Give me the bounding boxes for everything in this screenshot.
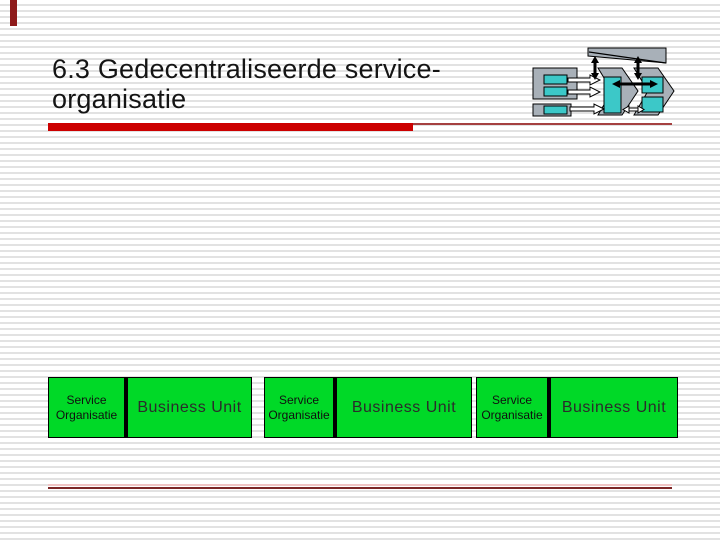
- vertical-double-arrow-icon: [591, 56, 599, 80]
- diagram-source-block-b: [532, 103, 572, 117]
- box-divider: [124, 378, 128, 437]
- diagram-banner: [587, 47, 667, 64]
- business-unit-label: Business Unit: [561, 398, 667, 416]
- page-title-line2: organisatie: [52, 84, 187, 114]
- right-arrow-icon: [569, 103, 606, 115]
- footer-rule: [48, 487, 672, 489]
- box-divider: [333, 378, 337, 437]
- small-double-arrow-icon: [622, 105, 645, 114]
- org-flow-diagram: [532, 47, 675, 117]
- page-title-line1: 6.3 Gedecentraliseerde service-: [52, 54, 441, 84]
- title-underline-thin-rule: [413, 123, 672, 125]
- service-organisatie-label: Service Organisatie: [55, 392, 118, 422]
- right-arrow-icon: [567, 86, 602, 98]
- corner-tick-mark: [10, 0, 17, 26]
- footer-rule-highlight: [48, 484, 672, 486]
- right-arrow-icon: [567, 74, 602, 86]
- title-underline-bar: [48, 123, 413, 131]
- horizontal-double-arrow-icon: [612, 80, 658, 88]
- vertical-double-arrow-icon: [634, 56, 642, 80]
- business-unit-label: Business Unit: [351, 398, 457, 416]
- service-organisatie-label: Service Organisatie: [268, 392, 330, 422]
- page-title: 6.3 Gedecentraliseerde service- organisa…: [52, 54, 532, 114]
- business-unit-label: Business Unit: [137, 398, 242, 416]
- box-divider: [547, 378, 551, 437]
- business-unit-box: Service Organisatie Business Unit: [48, 377, 252, 438]
- diagram-chevron-2: [633, 67, 675, 116]
- service-organisatie-label: Service Organisatie: [481, 392, 543, 422]
- business-unit-box: Service Organisatie Business Unit: [476, 377, 678, 438]
- business-unit-box: Service Organisatie Business Unit: [264, 377, 472, 438]
